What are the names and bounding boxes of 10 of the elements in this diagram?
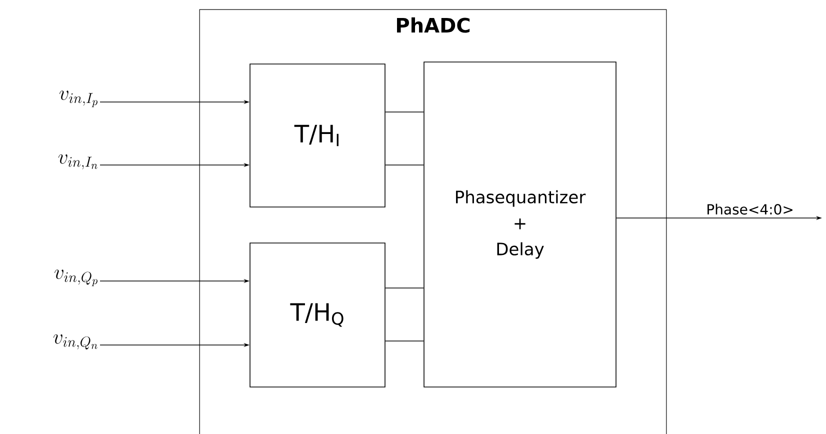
input-label: $v_{in,I_p}$	[59, 90, 98, 108]
input-label: $v_{in,Q_n}$	[53, 334, 98, 350]
connector-line	[385, 164, 424, 166]
input-label: $v_{in,I_n}$	[58, 154, 98, 170]
track-hold-box: T/H$_{Q}$	[250, 242, 386, 388]
track-hold-box: T/H$_{I}$	[250, 64, 386, 208]
input-label: $v_{in,Q_p}$	[54, 270, 98, 286]
connector-line	[385, 340, 424, 342]
quantizer-box: Phasequantizer + Delay	[424, 62, 616, 388]
edge-label: Phase<4:0>	[705, 202, 795, 216]
